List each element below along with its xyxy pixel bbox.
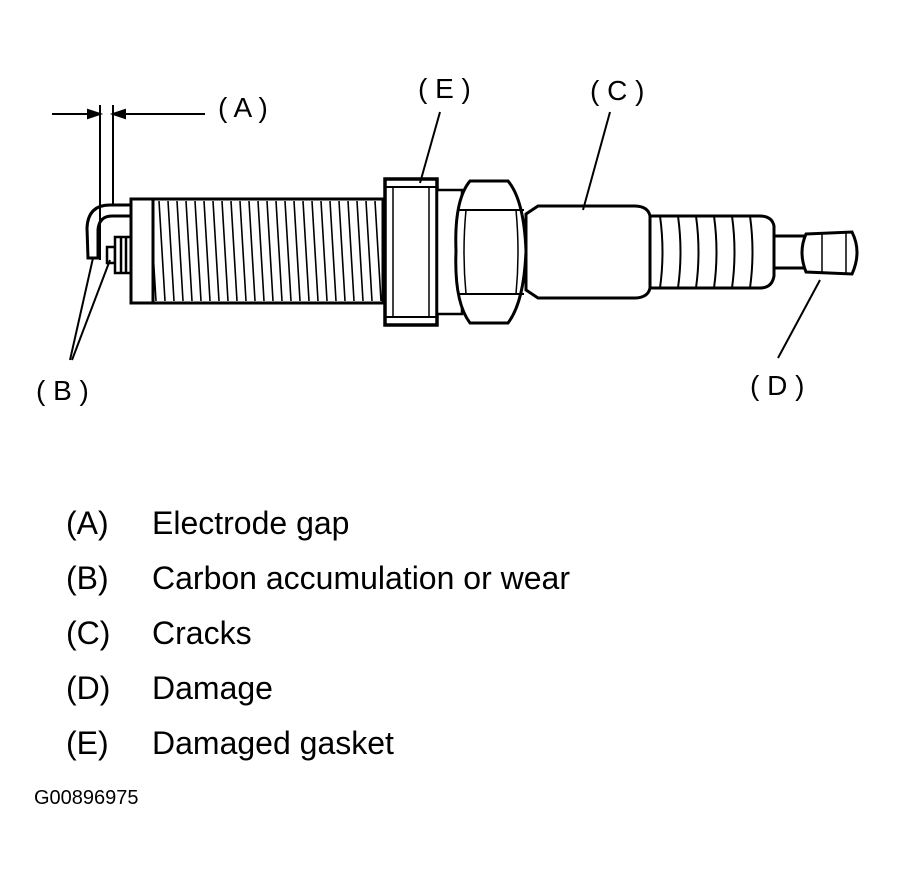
insulator-ribs [648, 214, 776, 290]
hex-nut [454, 179, 528, 325]
electrode-gap-dimension [52, 105, 205, 260]
rib-line [713, 215, 718, 289]
legend-text: Cracks [152, 615, 252, 651]
legend: (A) Electrode gap (B) Carbon accumulation … [66, 503, 766, 778]
legend-key: (D) [66, 670, 111, 706]
callout-d: ( D ) [750, 370, 804, 401]
gasket [383, 177, 439, 327]
leader-e [419, 111, 441, 184]
callout-e: ( E ) [418, 73, 471, 104]
terminal [772, 230, 859, 276]
legend-row-b: (B) Carbon accumulation or wear [66, 558, 766, 613]
legend-text: Electrode gap [152, 505, 350, 541]
rib-line [677, 215, 682, 289]
leader-c [582, 111, 611, 211]
rib-line [749, 215, 754, 289]
legend-row-e: (E) Damaged gasket [66, 723, 766, 778]
rib-line [659, 215, 664, 289]
legend-text: Damaged gasket [152, 725, 394, 761]
callout-c: ( C ) [590, 75, 644, 106]
legend-row-c: (C) Cracks [66, 613, 766, 668]
legend-row-a: (A) Electrode gap [66, 503, 766, 558]
legend-text: Carbon accumulation or wear [152, 560, 570, 596]
legend-key: (A) [66, 505, 109, 541]
callout-a: ( A ) [218, 92, 268, 123]
rib-line [695, 215, 700, 289]
legend-text: Damage [152, 670, 273, 706]
callout-b: ( B ) [36, 375, 89, 406]
center-electrode [105, 235, 133, 275]
insulator [524, 204, 652, 300]
figure-id: G00896975 [34, 787, 139, 809]
legend-key: (B) [66, 560, 109, 596]
legend-key: (C) [66, 615, 111, 651]
leader-b-2 [71, 259, 111, 361]
rib-line [731, 215, 736, 289]
legend-row-d: (D) Damage [66, 668, 766, 723]
leader-b-1 [69, 257, 94, 361]
threaded-shell [129, 197, 385, 305]
leader-d [777, 279, 821, 359]
leader-lines [69, 111, 821, 361]
legend-key: (E) [66, 725, 109, 761]
